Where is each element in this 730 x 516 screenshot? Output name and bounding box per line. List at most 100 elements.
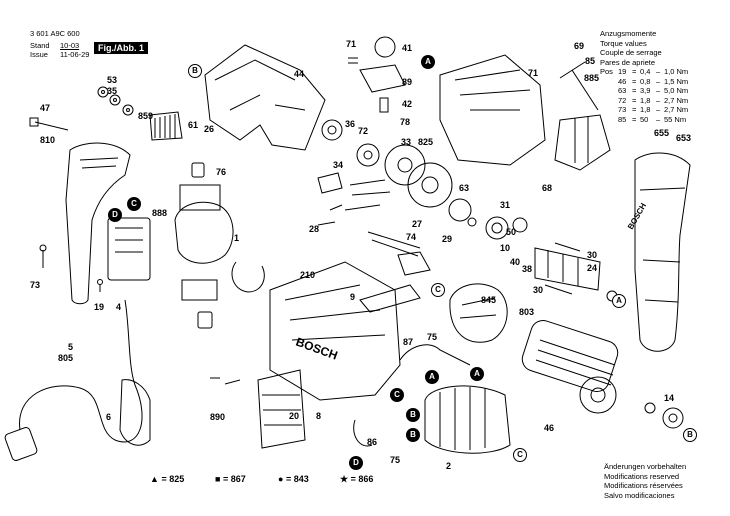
- torque-table: Anzugsmomente Torque values Couple de se…: [600, 29, 704, 124]
- motor-housing: [269, 261, 401, 401]
- reference-letter-c: C: [390, 388, 404, 402]
- callout-number: 69: [574, 41, 585, 51]
- reference-letter-c: C: [431, 283, 445, 297]
- torque-ref: 63: [618, 86, 627, 95]
- callout-number: 73: [30, 280, 41, 290]
- torque-row: 46=0,8–1,5 Nm: [600, 77, 704, 87]
- torque-ref: 85: [618, 114, 627, 124]
- callout-number: 74: [406, 232, 417, 242]
- gearbox-part-76: [174, 201, 234, 264]
- callout-number: 30: [533, 285, 544, 295]
- reference-letter-b: B: [683, 428, 697, 442]
- reference-letter-a: A: [612, 294, 626, 308]
- callout-number: 63: [459, 183, 470, 193]
- torque-eq: =: [632, 76, 637, 86]
- torque-ref: 19: [618, 67, 627, 76]
- torque-max: 55 Nm: [664, 114, 687, 124]
- callout-number: 75: [427, 332, 438, 342]
- callout-number: 40: [510, 257, 521, 267]
- issue-value: 11-06-29: [60, 50, 90, 59]
- torque-dash: –: [656, 105, 661, 114]
- grip-20: [257, 369, 306, 449]
- callout-number: 810: [40, 135, 56, 145]
- callout-number: 89: [402, 77, 413, 87]
- gearbox-housing: [439, 54, 546, 166]
- callout-number: 41: [402, 43, 413, 53]
- armature: [521, 319, 619, 393]
- reference-letter-d: D: [108, 208, 122, 222]
- callout-number: 803: [519, 307, 535, 317]
- reference-letter-a: A: [470, 367, 484, 381]
- callout-number: 31: [500, 200, 511, 210]
- handle-part: [65, 142, 131, 305]
- callout-number: 42: [402, 99, 413, 109]
- callout-number: 653: [676, 133, 692, 143]
- callout-number: 888: [152, 208, 168, 218]
- torque-eq: =: [632, 114, 637, 124]
- callout-number: 76: [216, 167, 227, 177]
- callout-number: 75: [390, 455, 401, 465]
- callout-number: 28: [309, 224, 320, 234]
- callout-number: 29: [442, 234, 453, 244]
- callout-number: 885: [584, 73, 600, 83]
- screw-72: [34, 121, 69, 131]
- callout-number: 71: [346, 39, 357, 49]
- torque-max: 1,0 Nm: [664, 67, 689, 76]
- legend-square: ■ = 867: [215, 474, 246, 484]
- footer-line-3: Modifications réservées: [604, 481, 683, 490]
- callout-number: 71: [528, 68, 539, 78]
- legend-star: ★ = 866: [340, 474, 374, 484]
- torque-ref: 72: [618, 95, 627, 105]
- footer-line-4: Salvo modificaciones: [604, 490, 675, 500]
- callout-number: 845: [481, 295, 497, 305]
- callout-number: 24: [587, 263, 598, 273]
- torque-min: 1,8: [640, 95, 651, 105]
- callout-number: 14: [664, 393, 675, 403]
- reference-letter-a: A: [425, 370, 439, 384]
- bearing-14: [662, 407, 684, 429]
- callout-number: 33: [401, 137, 412, 147]
- callout-number: 53: [107, 75, 118, 85]
- figure-label: Fig./Abb. 1: [94, 42, 148, 54]
- gear-housing: [204, 44, 326, 151]
- torque-max: 5,0 Nm: [664, 86, 689, 95]
- callout-number: 4: [116, 302, 122, 312]
- power-cable: [19, 299, 143, 443]
- spindle: [534, 247, 601, 291]
- torque-min: 0,4: [640, 67, 651, 76]
- torque-eq: =: [632, 86, 637, 95]
- torque-title-2: Torque values: [600, 38, 647, 48]
- callout-number: 6: [106, 412, 112, 422]
- cap-89: [359, 64, 406, 93]
- torque-min: 3,9: [640, 86, 651, 95]
- motor-bearing-plate: [449, 283, 508, 343]
- switch-part: [107, 217, 151, 281]
- callout-number: 655: [654, 128, 670, 138]
- brand-text-handle: BOSCH: [626, 201, 648, 231]
- torque-row: 63=3,9–5,0 Nm: [600, 86, 704, 96]
- torque-ref: 46: [618, 76, 627, 86]
- callout-number: 890: [210, 412, 226, 422]
- callout-number: 36: [345, 119, 356, 129]
- callout-number: 9: [350, 292, 356, 302]
- torque-pos: Pos: [600, 67, 613, 76]
- callout-number: 38: [522, 264, 533, 274]
- field-coil: [424, 385, 511, 454]
- torque-min: 50: [640, 114, 649, 124]
- callout-number: 72: [358, 126, 369, 136]
- callout-number: 1: [234, 233, 240, 243]
- part-number: 3 601 A9C 600: [30, 29, 80, 38]
- footer-notes: Änderungen vorbehalten Modifications res…: [604, 462, 686, 500]
- bearing-29: [485, 216, 509, 240]
- torque-min: 1,8: [640, 105, 651, 114]
- torque-title-1: Anzugsmomente: [600, 29, 657, 38]
- callout-number: 859: [138, 111, 154, 121]
- callout-number: 35: [107, 86, 118, 96]
- gear-34: [384, 144, 426, 186]
- callout-number: 5: [68, 342, 74, 352]
- brush-holder: [191, 162, 205, 178]
- reference-letter-b: B: [188, 64, 202, 78]
- torque-eq: =: [632, 105, 637, 114]
